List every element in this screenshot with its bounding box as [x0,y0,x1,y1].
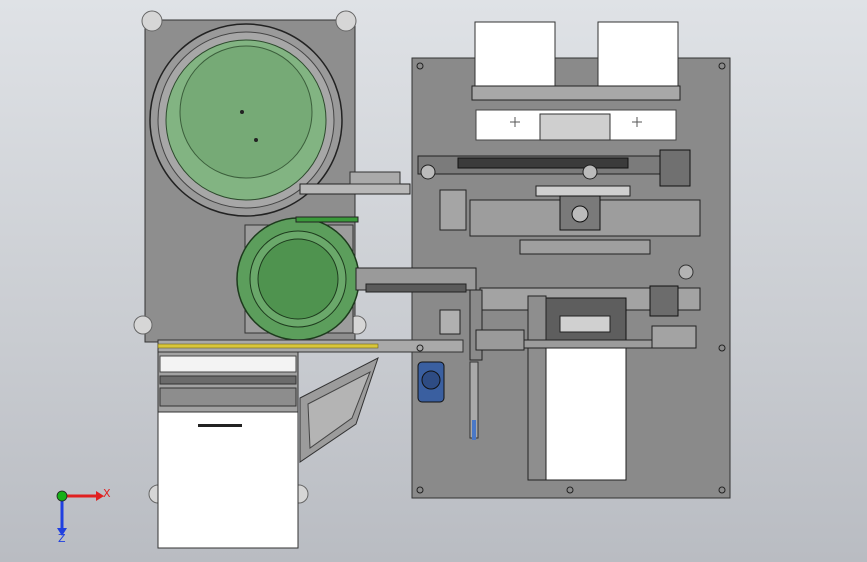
linear-feed-rails [157,171,477,353]
output-magazine [157,351,379,549]
drive-motor [417,361,479,440]
top-cylinder-blocks [471,21,681,141]
mechanism-plate [439,149,701,280]
mounting-holes [416,62,726,494]
coordinate-triad [56,490,104,536]
lower-station [439,285,701,481]
x-axis-label: X [103,487,111,500]
vibratory-bowl-large [149,23,343,217]
vibratory-bowl-small [236,217,360,341]
z-axis-label: Z [58,532,66,545]
